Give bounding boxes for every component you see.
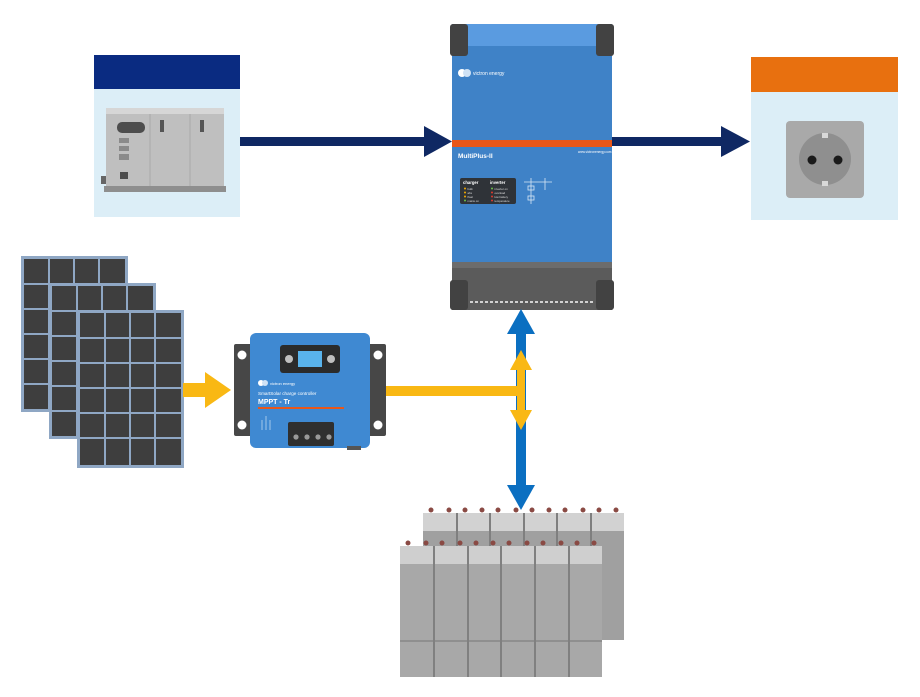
ac-input-arrow xyxy=(240,126,452,157)
inverter-website: www.victronenergy.com xyxy=(578,150,612,154)
controller-product-line: SmartSolar charge controller xyxy=(258,391,317,396)
pv-dc-arrow xyxy=(384,350,532,430)
solar-panel-icon xyxy=(21,256,184,468)
inverter-brand: victron energy xyxy=(473,71,505,77)
status-panel xyxy=(460,178,516,204)
controller-model: MPPT - Tr xyxy=(258,399,291,406)
multiplus-inverter: victron energy www.victronenergy.com Mul… xyxy=(450,24,614,310)
temp-sensor-icon xyxy=(261,416,271,430)
controller-brand: victron energy xyxy=(270,381,295,386)
charger-title: charger xyxy=(463,180,479,185)
generator-icon xyxy=(101,108,226,192)
terminal-block xyxy=(288,422,334,446)
charger-led-label: abs xyxy=(468,191,473,195)
charger-led-label: bulk xyxy=(468,187,474,191)
inverter-led-list: inverter on overload low battery tempera… xyxy=(491,187,510,203)
socket-header xyxy=(751,57,898,92)
inverter-body xyxy=(452,24,612,304)
generator-header xyxy=(94,55,240,89)
battery-row-front xyxy=(400,540,602,677)
inverter-stripe xyxy=(452,140,612,147)
mount-bracket xyxy=(596,24,614,56)
charger-led-list: bulk abs float mains on xyxy=(464,187,479,203)
inverter-led-label: inverter on xyxy=(495,187,509,191)
ac-output-arrow xyxy=(611,126,750,157)
victron-logo-icon xyxy=(458,69,471,77)
solar-panel xyxy=(77,310,184,468)
inverter-led-label: temperature xyxy=(495,199,511,203)
inverter-title: inverter xyxy=(490,180,506,185)
inverter-led-label: low battery xyxy=(495,195,509,199)
mppt-controller: victron energy SmartSolar charge control… xyxy=(234,333,386,450)
mount-bracket xyxy=(450,280,468,310)
generator-node xyxy=(94,55,240,217)
mount-bracket xyxy=(596,280,614,310)
charger-led-label: float xyxy=(468,195,474,199)
battery-bank-icon xyxy=(400,507,624,677)
inverter-model: MultiPlus-II xyxy=(458,153,493,160)
victron-logo-icon xyxy=(258,380,268,386)
inverter-led-label: overload xyxy=(495,191,506,195)
mount-bracket xyxy=(450,24,468,56)
power-socket-icon xyxy=(786,121,864,198)
pv-input-arrow xyxy=(183,372,231,408)
mode-switch-icon xyxy=(524,178,552,204)
charger-led-label: mains on xyxy=(468,199,480,203)
socket-node xyxy=(751,57,898,220)
